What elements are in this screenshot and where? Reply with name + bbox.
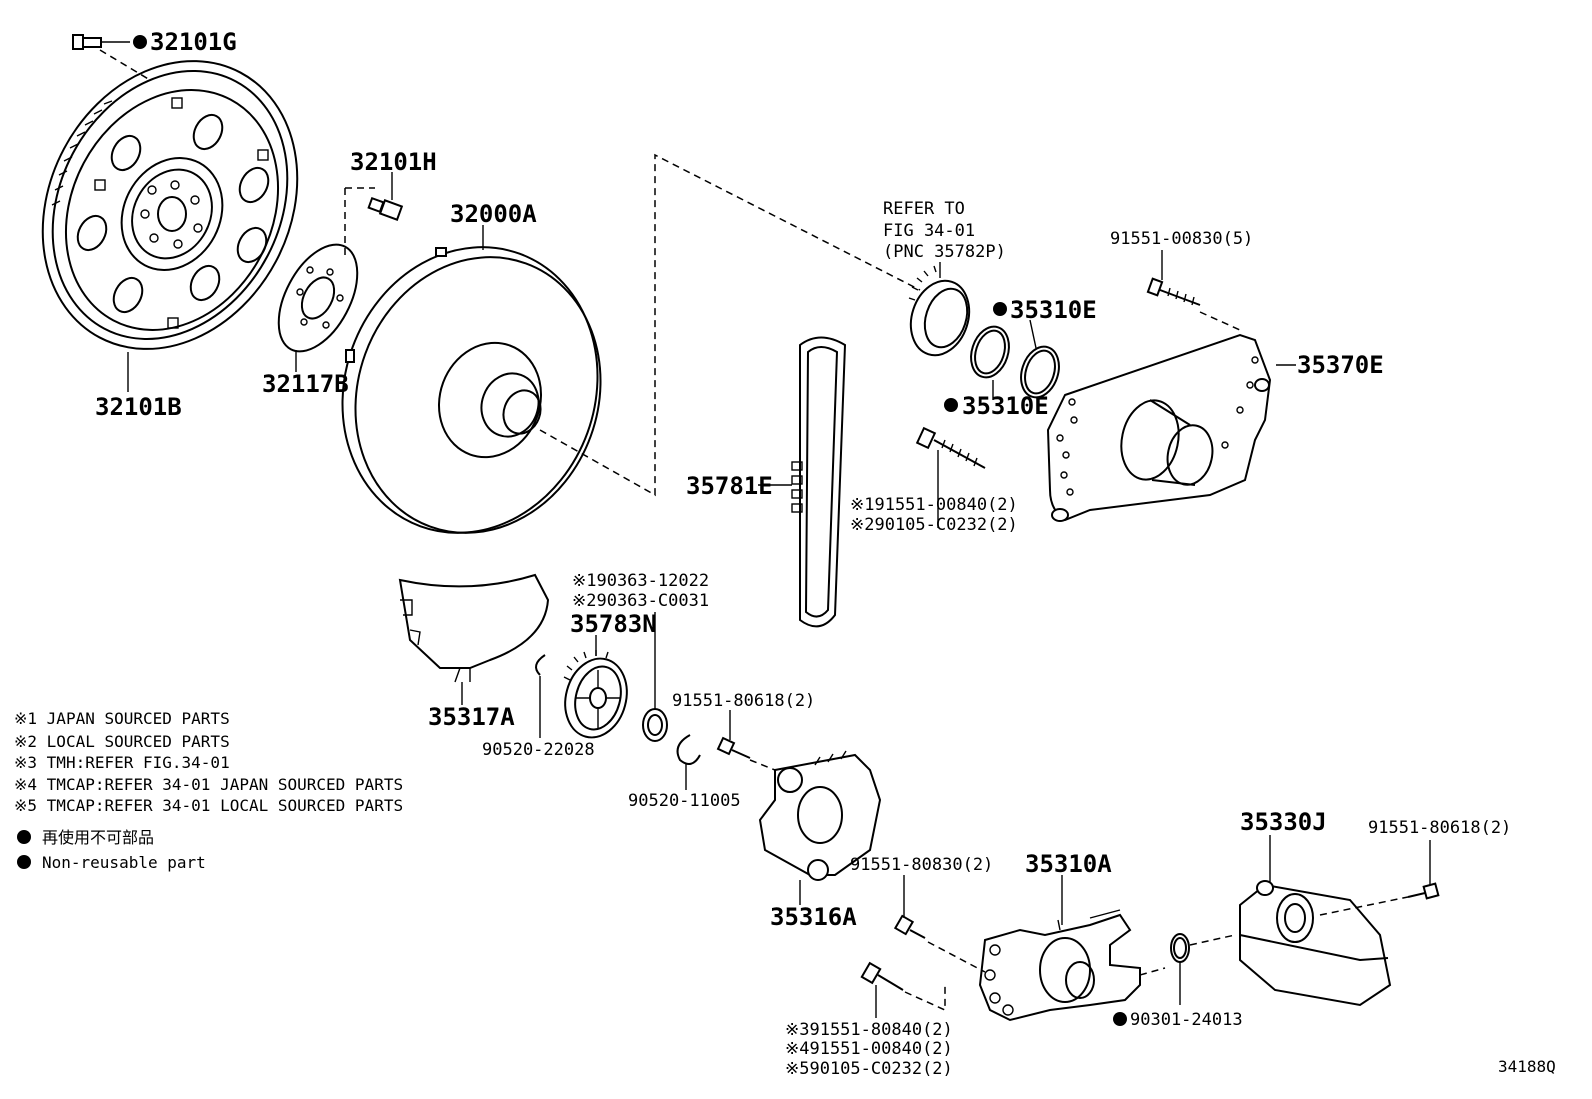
label-32101g[interactable]: 32101G: [150, 28, 237, 56]
legend-bullet-en: [17, 855, 31, 869]
figure-id: 34188Q: [1498, 1057, 1556, 1076]
label-91551-80840-tmh[interactable]: ※391551-80840(2): [785, 1020, 953, 1040]
note-2: ※2 LOCAL SOURCED PARTS: [14, 732, 230, 751]
label-90363-12022[interactable]: ※190363-12022: [572, 571, 709, 591]
o-ring-90301-24013-illustration: [1170, 933, 1190, 963]
label-90363-c0031[interactable]: ※290363-C0031: [572, 591, 709, 611]
label-35317a[interactable]: 35317A: [428, 703, 515, 731]
label-91551-00840-tmcap[interactable]: ※491551-00840(2): [785, 1039, 953, 1059]
bolt-91551-80840-illustration: [860, 961, 946, 1012]
non-reusable-marker-35310e-top: [993, 302, 1007, 316]
bolt-91551-80830-illustration: [893, 914, 986, 973]
label-35330j[interactable]: 35330J: [1240, 808, 1327, 836]
snap-ring-90520-22028-illustration: [535, 654, 546, 676]
driven-sprocket-illustration: [563, 650, 628, 739]
non-reusable-marker-35310e-bottom: [944, 398, 958, 412]
refer-fig-text: FIG 34-01: [883, 221, 975, 241]
note-3: ※3 TMH:REFER FIG.34-01: [14, 753, 230, 772]
snap-ring-90520-11005-illustration: [676, 734, 701, 765]
bolt-91551-80618-a-illustration: [716, 736, 776, 771]
drive-sprocket-illustration: [908, 265, 971, 357]
o-rings-35310e-illustration: [970, 325, 1060, 399]
note-1: ※1 JAPAN SOURCED PARTS: [14, 709, 230, 728]
label-32000a[interactable]: 32000A: [450, 200, 537, 228]
label-91551-80618-a[interactable]: 91551-80618(2): [672, 691, 815, 711]
oil-strainer-illustration: [1239, 880, 1392, 1007]
bolt-91551-00840-illustration: [915, 426, 986, 469]
label-90520-22028[interactable]: 90520-22028: [482, 740, 595, 760]
label-90105-c0232-local[interactable]: ※290105-C0232(2): [850, 515, 1018, 535]
label-35316a[interactable]: 35316A: [770, 903, 857, 931]
oil-pump-illustration: [978, 909, 1141, 1022]
label-91551-80618-b[interactable]: 91551-80618(2): [1368, 818, 1511, 838]
oil-seal-90363-illustration: [642, 708, 668, 742]
label-32117b[interactable]: 32117B: [262, 370, 349, 398]
label-32101b[interactable]: 32101B: [95, 393, 182, 421]
label-90105-c0232-tmcap[interactable]: ※590105-C0232(2): [785, 1059, 953, 1079]
label-35370e[interactable]: 35370E: [1297, 351, 1384, 379]
cover-35316a-illustration: [758, 750, 882, 881]
note-5: ※5 TMCAP:REFER 34-01 LOCAL SOURCED PARTS: [14, 796, 403, 815]
label-35310a[interactable]: 35310A: [1025, 850, 1112, 878]
label-35310e-bottom[interactable]: 35310E: [962, 392, 1049, 420]
label-32101h[interactable]: 32101H: [350, 148, 437, 176]
refer-to-text: REFER TO: [883, 199, 965, 219]
spacer-plate-illustration: [277, 243, 359, 353]
non-reusable-marker-90301-24013: [1113, 1012, 1127, 1026]
pump-cover-35370e-illustration: [1046, 333, 1272, 522]
legend-jp: 再使用不可部品: [42, 828, 154, 847]
drive-plate-illustration: [41, 60, 299, 350]
label-35783n[interactable]: 35783N: [570, 610, 657, 638]
label-35310e-top[interactable]: 35310E: [1010, 296, 1097, 324]
label-91551-80830[interactable]: 91551-80830(2): [850, 855, 993, 875]
label-90301-24013[interactable]: 90301-24013: [1130, 1010, 1243, 1030]
label-90520-11005[interactable]: 90520-11005: [628, 791, 741, 811]
non-reusable-marker-32101g: [133, 35, 147, 49]
label-91551-00830[interactable]: 91551-00830(5): [1110, 229, 1253, 249]
bolt-91551-00830-illustration: [1146, 277, 1241, 331]
bolt-91551-80618-b-illustration: [1407, 882, 1440, 900]
refer-pnc-text[interactable]: (PNC 35782P): [883, 242, 1006, 262]
cover-35317a-illustration: [398, 573, 550, 683]
drive-chain-illustration: [791, 336, 847, 628]
bolt-32101h-illustration: [367, 196, 404, 221]
label-35781e[interactable]: 35781E: [686, 472, 773, 500]
legend-bullet-jp: [17, 830, 31, 844]
legend-en: Non-reusable part: [42, 853, 206, 872]
label-91551-00840-jp[interactable]: ※191551-00840(2): [850, 495, 1018, 515]
note-4: ※4 TMCAP:REFER 34-01 JAPAN SOURCED PARTS: [14, 775, 403, 794]
torque-converter-illustration: [341, 153, 921, 534]
bolt-32101g-illustration: [72, 34, 151, 81]
